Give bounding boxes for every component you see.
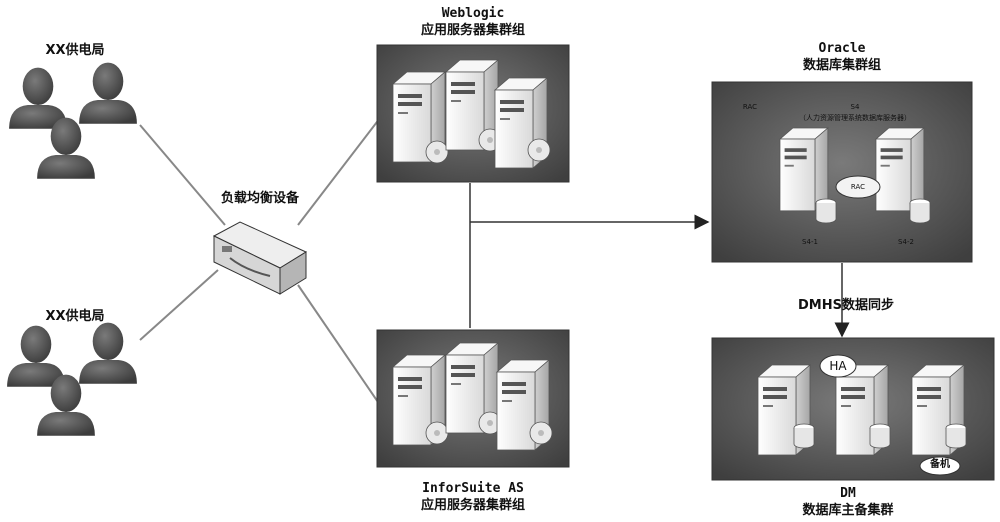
inforsuite-cluster-panel (376, 329, 570, 468)
rac-interconnect-label: RAC (850, 183, 866, 191)
dm-cluster-panel (711, 337, 995, 481)
oracle-system-desc: （人力资源管理系统数据库服务器） (799, 114, 911, 122)
link-users-top-to-lb (139, 124, 226, 226)
oracle-system-label: S4 (850, 103, 860, 111)
disc-icon (529, 421, 553, 445)
inforsuite-product-label: InforSuite AS (422, 481, 524, 496)
users-bottom-label: XX供电局 (45, 309, 105, 324)
link-lb-to-weblogic (297, 117, 381, 226)
user-group-bottom (7, 322, 137, 436)
disc-icon (425, 140, 449, 164)
link-users-bottom-to-lb (139, 269, 219, 341)
users-top-label: XX供电局 (45, 43, 105, 58)
standby-bubble (919, 456, 961, 476)
person-icon (9, 67, 67, 129)
person-icon (7, 325, 65, 387)
database-icon (909, 198, 931, 224)
oracle-group-label: 数据库集群组 (802, 58, 881, 73)
database-icon (815, 198, 837, 224)
oracle-rac-label: RAC (742, 103, 758, 111)
disc-icon (425, 421, 449, 445)
dm-product-label: DM (840, 486, 856, 501)
oracle-node-1-label: S4-1 (802, 238, 818, 246)
bus-lines (469, 183, 850, 338)
database-icon (945, 423, 967, 449)
load-balancer-label: 负载均衡设备 (220, 191, 299, 206)
database-icon (793, 423, 815, 449)
weblogic-group-label: 应用服务器集群组 (420, 23, 525, 38)
server-icon (875, 127, 925, 212)
weblogic-cluster-panel (376, 44, 570, 183)
connection-lines (139, 117, 381, 406)
ha-label: HA (829, 359, 847, 373)
rac-interconnect-bubble (835, 175, 881, 199)
server-icon (779, 127, 829, 212)
link-lb-to-inforsuite (297, 284, 381, 406)
user-group-top (9, 62, 137, 179)
load-balancer-icon (212, 221, 308, 295)
database-icon (869, 423, 891, 449)
oracle-node-2-label: S4-2 (898, 238, 914, 246)
ha-bubble (819, 354, 857, 378)
sync-label: DMHS数据同步 (798, 298, 894, 313)
disc-icon (527, 138, 551, 162)
oracle-product-label: Oracle (818, 41, 866, 56)
inforsuite-group-label: 应用服务器集群组 (420, 498, 525, 513)
person-icon (79, 62, 137, 124)
oracle-cluster-panel (711, 81, 973, 263)
person-icon (79, 322, 137, 384)
standby-label: 备机 (930, 459, 950, 470)
dm-group-label: 数据库主备集群 (802, 503, 894, 518)
weblogic-product-label: Weblogic (441, 6, 505, 21)
